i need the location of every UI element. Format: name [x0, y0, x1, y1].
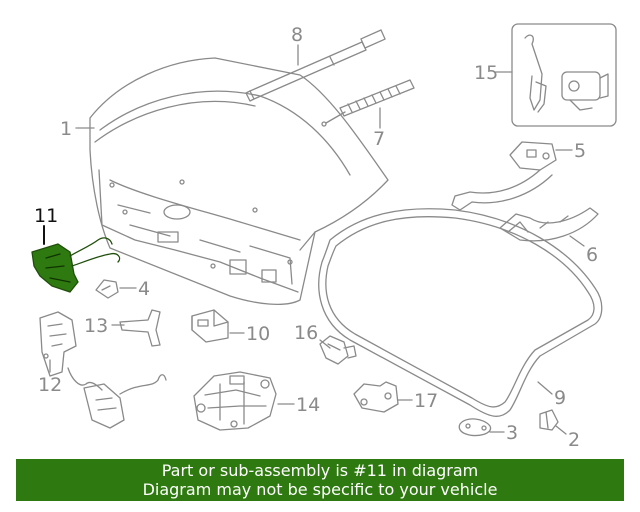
part-9-weatherstrip — [318, 208, 603, 417]
diagram-notice-banner: Part or sub-assembly is #11 in diagram D… — [16, 459, 624, 501]
part-17-striker — [353, 381, 399, 413]
callout-4: 4 — [138, 278, 150, 300]
leader-line-6 — [569, 235, 585, 247]
part-6-hinge-bracket — [499, 207, 599, 242]
parts-diagram: 1 2 3 4 5 6 7 8 9 10 11 12 13 14 15 16 1… — [31, 23, 617, 451]
callout-17: 17 — [414, 390, 438, 412]
leader-line-16 — [319, 339, 331, 349]
part-4-bumper-stop — [95, 279, 119, 299]
callout-10: 10 — [246, 323, 270, 345]
callout-15: 15 — [474, 62, 498, 84]
callout-13: 13 — [84, 315, 108, 337]
callout-2: 2 — [568, 429, 580, 451]
part-12-latch-with-cable — [39, 311, 167, 429]
part-5-trunk-lid-hinge — [451, 141, 557, 211]
callout-3: 3 — [506, 422, 518, 444]
callout-14: 14 — [296, 394, 320, 416]
notice-line-part: Part or sub-assembly is #11 in diagram — [161, 461, 479, 480]
callout-12: 12 — [38, 374, 62, 396]
callout-8: 8 — [291, 24, 303, 46]
callout-5: 5 — [574, 140, 586, 162]
part-1-trunk-lid — [89, 57, 389, 305]
callout-1: 1 — [60, 118, 72, 140]
callout-11[interactable]: 11 — [34, 205, 58, 227]
leader-line-2 — [555, 425, 567, 435]
part-11-trunk-lock-actuator — [31, 237, 121, 293]
part-16-release-actuator — [319, 335, 357, 365]
part-7-trunk-lid-stay — [321, 79, 415, 127]
callout-7: 7 — [373, 128, 385, 150]
leader-line-9 — [537, 381, 553, 395]
part-3-cover — [458, 418, 492, 437]
callout-16: 16 — [294, 322, 318, 344]
callout-9: 9 — [554, 387, 566, 409]
callout-6: 6 — [586, 244, 598, 266]
part-15-key-set — [511, 23, 617, 127]
part-13-bracket — [119, 309, 161, 347]
part-10-switch — [191, 309, 229, 343]
part-2-bumper — [539, 409, 559, 431]
part-8-trunk-lift-support — [245, 29, 386, 102]
part-14-trunk-latch — [193, 371, 277, 431]
notice-line-disclaimer: Diagram may not be specific to your vehi… — [142, 480, 498, 499]
